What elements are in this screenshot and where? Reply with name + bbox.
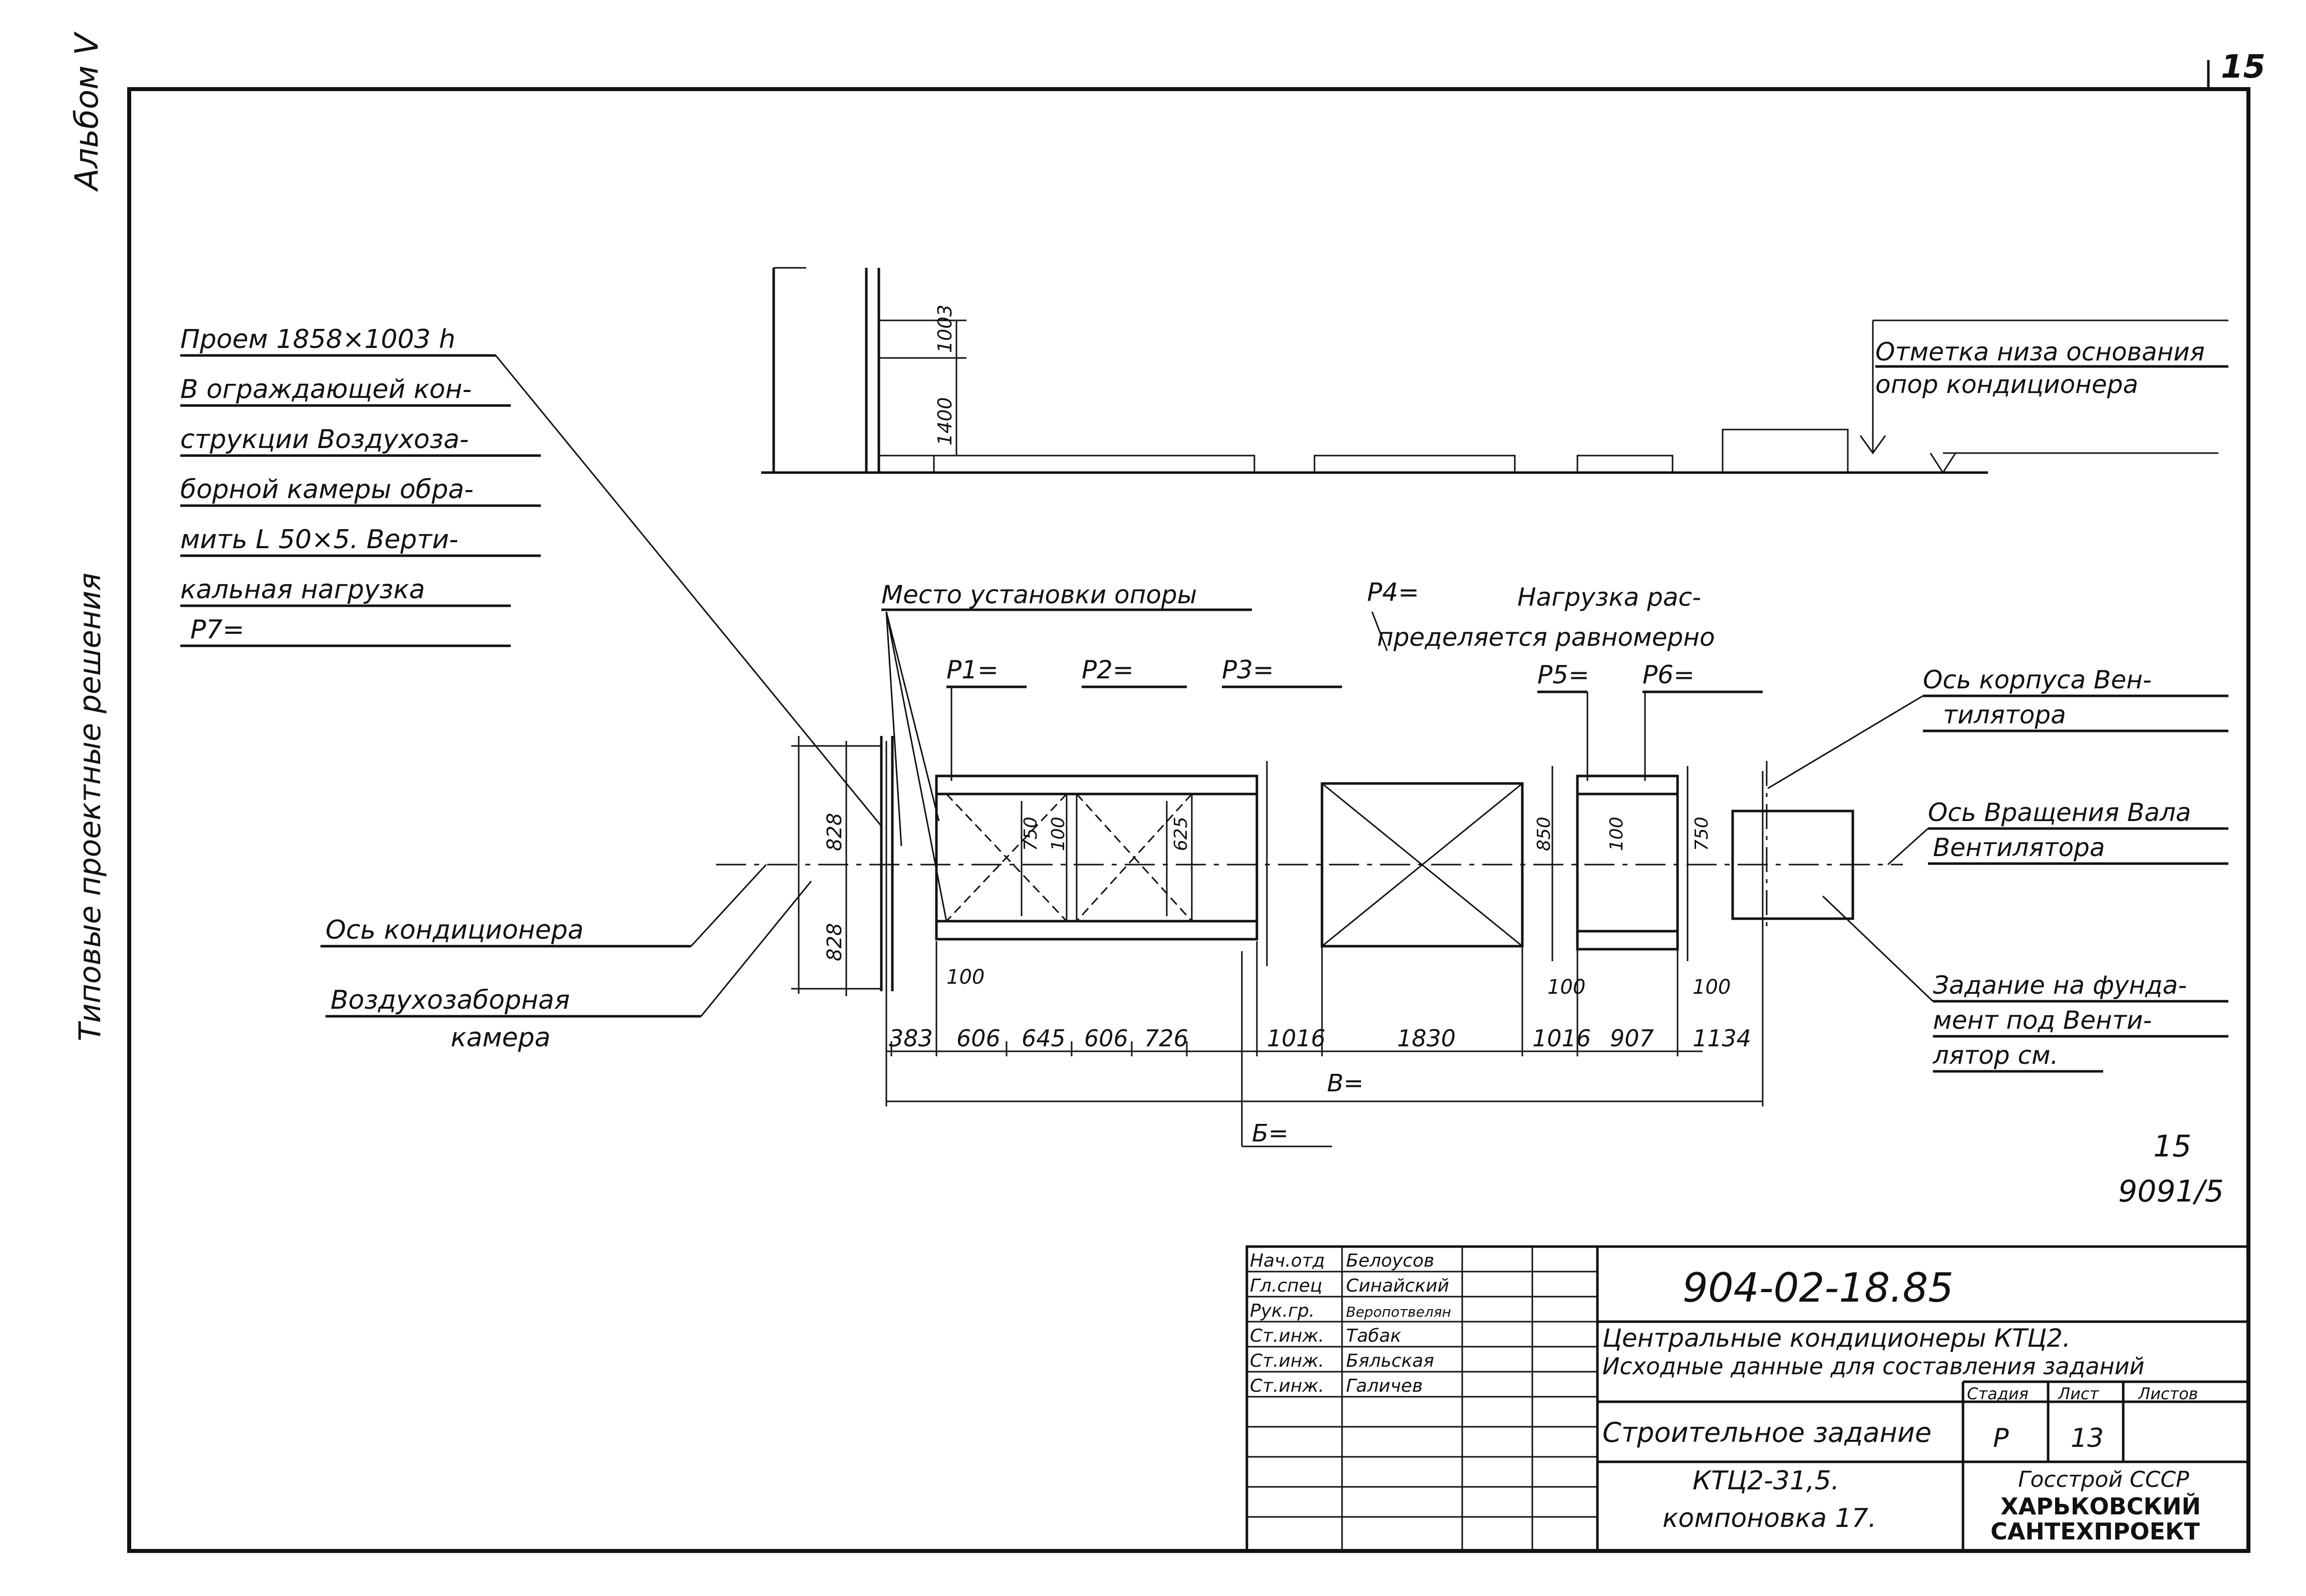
opening-note: Проем 1858×1003 h В ограждающей кон- стр… xyxy=(180,324,882,827)
fan-shaft-axis-line2: Вентилятора xyxy=(1933,833,2105,862)
staff-role-4: Ст.инж. xyxy=(1250,1351,1324,1371)
dim-bottom-0: 383 xyxy=(889,1025,933,1052)
sheet-frame xyxy=(127,60,2250,1553)
dim-bottom-5: 1016 xyxy=(1267,1025,1326,1052)
foundation-task-line1: Задание на фунда- xyxy=(1933,971,2187,1000)
dim-bottom-1: 606 xyxy=(956,1025,1001,1052)
title-code: 904-02-18.85 xyxy=(1683,1265,1953,1311)
album-label: Альбом V xyxy=(69,31,106,192)
intake-chamber-line2: камера xyxy=(451,1023,550,1053)
sheet-mark-line1: 15 xyxy=(2153,1129,2191,1164)
dim-850-a: 850 xyxy=(1534,817,1554,851)
sheet-header: Лист xyxy=(2058,1384,2099,1403)
conditioner-axis-label: Ось кондиционера xyxy=(325,915,584,945)
dim-828-bot: 828 xyxy=(823,923,846,961)
dim-bottom-3: 606 xyxy=(1084,1025,1128,1052)
opening-note-line6: кальная нагрузка xyxy=(180,575,425,605)
p4-label: P4= xyxy=(1367,578,1419,607)
variant-line1: КТЦ2-31,5. xyxy=(1693,1466,1839,1496)
sheets-header: Листов xyxy=(2138,1384,2198,1403)
opening-note-line7: P7= xyxy=(190,615,244,645)
dim-100-c: 100 xyxy=(946,966,984,989)
p2-label: P2= xyxy=(1082,655,1134,684)
fan-shaft-axis-line1: Ось Вращения Вала xyxy=(1928,798,2191,827)
sheet-value: 13 xyxy=(2071,1423,2104,1453)
intake-chamber-line1: Воздухозаборная xyxy=(331,985,570,1015)
p4-note-line1: Нагрузка рас- xyxy=(1517,583,1701,612)
org-line2: ХАРЬКОВСКИЙ xyxy=(2001,1493,2201,1520)
opening-note-line3: струкции Воздухоза- xyxy=(180,425,469,455)
staff-role-1: Гл.спец xyxy=(1250,1276,1323,1296)
staff-role-0: Нач.отд xyxy=(1250,1251,1325,1271)
title-description-line1: Центральные кондиционеры КТЦ2. xyxy=(1602,1324,2071,1353)
org-line1: Госстрой СССР xyxy=(2018,1467,2189,1492)
title-description-line2: Исходные данные для составления заданий xyxy=(1602,1353,2144,1380)
staff-role-5: Ст.инж. xyxy=(1250,1376,1324,1396)
opening-note-line5: мить L 50×5. Верти- xyxy=(180,525,458,555)
sheet-mark-line2: 9091/5 xyxy=(2118,1174,2224,1209)
opening-note-line1: Проем 1858×1003 h xyxy=(180,324,455,354)
series-label: Типовые проектные решения xyxy=(73,573,108,1041)
variant-line2: компоновка 17. xyxy=(1663,1503,1876,1533)
staff-name-3: Табак xyxy=(1346,1326,1401,1346)
staff-name-4: Бяльская xyxy=(1346,1351,1434,1371)
staff-name-1: Синайский xyxy=(1346,1276,1449,1296)
p6-label: P6= xyxy=(1642,660,1695,689)
dim-1400: 1400 xyxy=(934,397,956,446)
fan-body-axis-line1: Ось корпуса Вен- xyxy=(1923,665,2152,694)
p3-label: P3= xyxy=(1222,655,1274,684)
foundation-task-line3: лятор см. xyxy=(1932,1041,2059,1070)
doc-name: Строительное задание xyxy=(1602,1417,1931,1448)
foundation-task-line2: мент под Венти- xyxy=(1933,1006,2152,1035)
dim-bottom-4: 726 xyxy=(1144,1025,1188,1052)
dim-bottom-2: 645 xyxy=(1022,1025,1066,1052)
v-label: В= xyxy=(1327,1069,1364,1097)
fan-body-axis-line2: тилятора xyxy=(1943,700,2066,729)
staff-name-5: Галичев xyxy=(1346,1376,1423,1396)
p4-note-line2: пределяется равномерно xyxy=(1377,623,1715,652)
stage-value: Р xyxy=(1993,1423,2009,1453)
staff-role-2: Рук.гр. xyxy=(1250,1301,1314,1321)
elevation-view xyxy=(761,267,2228,474)
dim-100-d: 100 xyxy=(1547,976,1585,999)
dim-100-e: 100 xyxy=(1693,976,1731,999)
dim-100-b: 100 xyxy=(1606,817,1627,851)
dim-750-b: 750 xyxy=(1692,817,1712,851)
opening-note-line2: В ограждающей кон- xyxy=(180,374,472,405)
dim-bottom-6: 1830 xyxy=(1397,1025,1456,1052)
title-block xyxy=(1245,1245,2250,1552)
dim-bottom-7: 1016 xyxy=(1532,1025,1591,1052)
mark-note-line1: Отметка низа основания xyxy=(1875,337,2205,366)
plan-view xyxy=(716,736,1903,1147)
dim-750-a: 750 xyxy=(1021,817,1041,851)
p1-label: P1= xyxy=(946,655,999,684)
opening-note-line4: борной камеры обра- xyxy=(180,475,474,505)
sheet-number: 15 xyxy=(2221,49,2265,86)
p5-label: P5= xyxy=(1537,660,1589,689)
mark-note-line2: опор кондиционера xyxy=(1875,370,2138,399)
dim-bottom-8: 907 xyxy=(1610,1025,1654,1052)
dim-bottom-9: 1134 xyxy=(1693,1025,1751,1052)
dim-100-a: 100 xyxy=(1048,817,1069,851)
dim-828-top: 828 xyxy=(823,813,846,851)
dim-625-a: 625 xyxy=(1171,817,1191,851)
staff-name-0: Белоусов xyxy=(1346,1251,1434,1271)
dim-1003: 1003 xyxy=(934,304,956,353)
support-place-note: Место установки опоры xyxy=(881,580,1197,609)
stage-header: Стадия xyxy=(1967,1384,2029,1403)
b-label: Б= xyxy=(1252,1119,1288,1147)
org-line3: САНТЕХПРОЕКТ xyxy=(1991,1518,2200,1545)
staff-name-2: Веропотвелян xyxy=(1346,1304,1451,1320)
staff-role-3: Ст.инж. xyxy=(1250,1326,1324,1346)
